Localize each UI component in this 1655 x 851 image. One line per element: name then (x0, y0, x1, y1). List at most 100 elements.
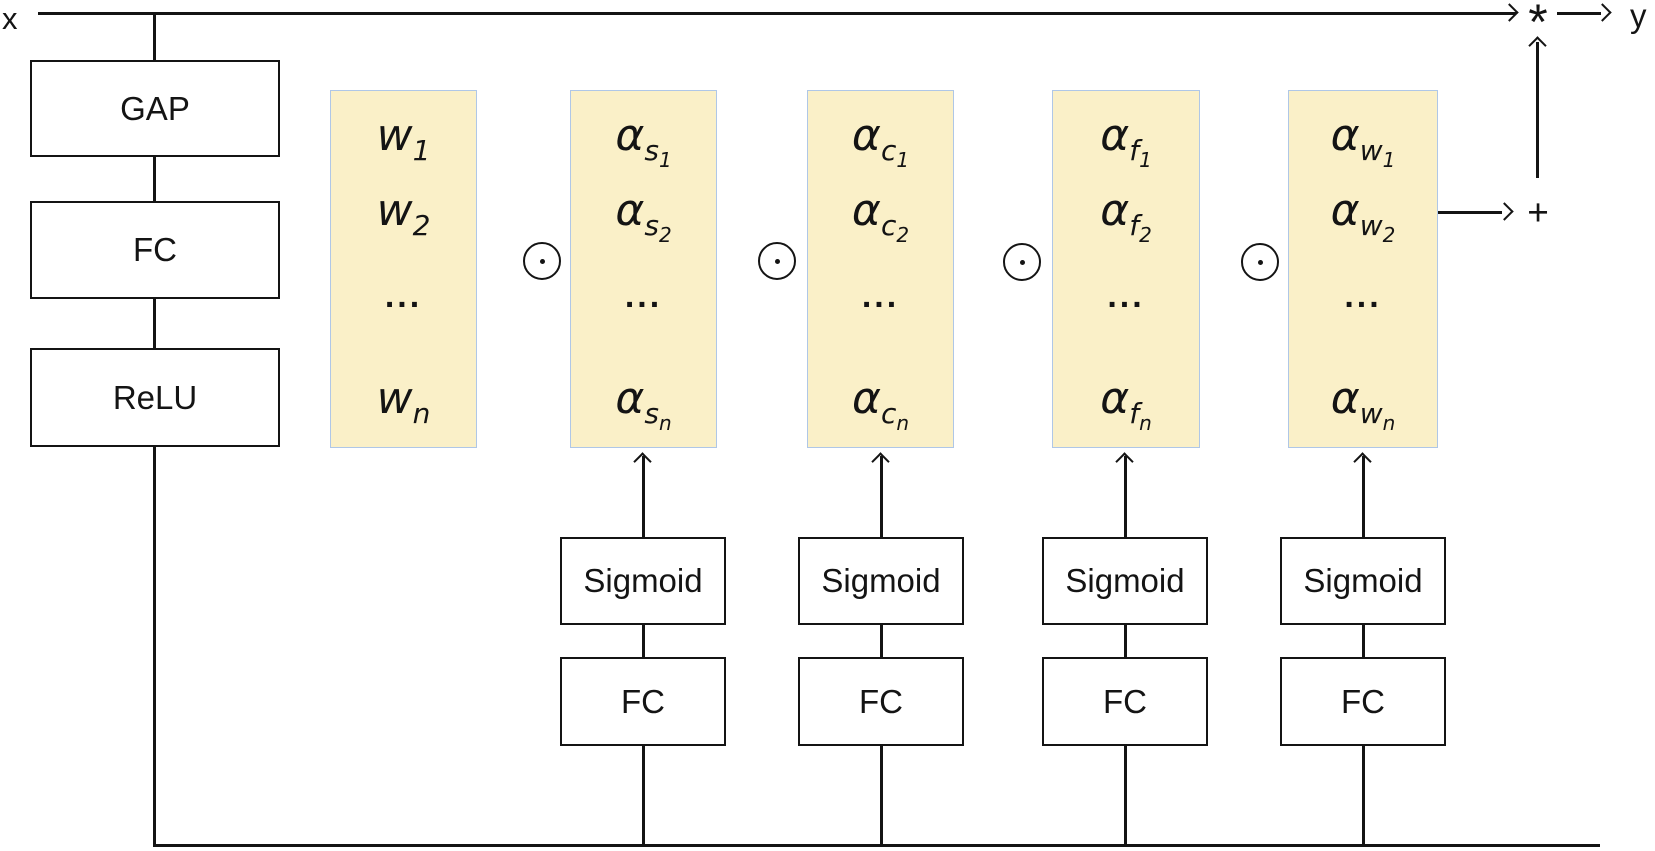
entry-sub: w (1359, 134, 1383, 167)
entry-subsub: 2 (658, 223, 672, 247)
sigmoid-to-vector-arrow (1124, 456, 1127, 537)
gap-label: GAP (120, 89, 190, 127)
fc-label: FC (1103, 682, 1147, 720)
entry-sub: n (412, 397, 431, 430)
sigmoid-label: Sigmoid (583, 562, 703, 599)
vector-to-add-arrow (1438, 211, 1502, 214)
input-label: x (2, 1, 18, 36)
entry-sub: c (880, 209, 897, 242)
vector-entry: wn (331, 373, 476, 430)
entry-subsub: n (896, 411, 910, 435)
hadamard-product-icon (758, 242, 796, 280)
entry-sub: f (1129, 397, 1140, 430)
fc-label: FC (621, 682, 665, 720)
vector-ellipsis: ... (624, 277, 663, 315)
output-label: y (1630, 0, 1647, 34)
sigmoid-to-vector-arrow (642, 456, 645, 537)
fc-branch-box-2: FC (798, 657, 964, 746)
entry-subsub: n (1139, 411, 1152, 435)
entry-sub: s (644, 134, 659, 167)
relu-drop-line (153, 447, 156, 846)
vector-ellipsis: ... (1107, 277, 1145, 315)
fc-relu-connector (153, 299, 156, 348)
entry-subsub: 1 (658, 148, 672, 172)
entry-base: α (851, 185, 881, 236)
hadamard-product-icon (1241, 243, 1279, 281)
output-arrow-line (1557, 12, 1601, 15)
entry-base: w (376, 373, 413, 424)
sigmoid-label: Sigmoid (1065, 562, 1185, 599)
input-rail-line (38, 12, 1516, 15)
vector-entry: αfn (1053, 373, 1199, 435)
vector-entry: αsn (571, 373, 716, 435)
entry-sub: w (1359, 209, 1383, 242)
entry-subsub: n (658, 411, 672, 435)
entry-subsub: 2 (896, 223, 910, 247)
alpha-c-vector-box: αc1 αc2 ... αcn (807, 90, 954, 448)
entry-subsub: 2 (1382, 223, 1396, 247)
vector-ellipsis: ... (861, 277, 900, 315)
rail-to-fc-connector (880, 746, 883, 846)
entry-sub: s (644, 397, 659, 430)
fc-label: FC (859, 682, 903, 720)
entry-base: α (1330, 185, 1360, 236)
fc-sigmoid-connector (1124, 625, 1127, 657)
fc-branch-box-4: FC (1280, 657, 1446, 746)
entry-subsub: 1 (1382, 148, 1396, 172)
entry-sub: 2 (412, 209, 431, 242)
vector-entry: w2 (331, 185, 476, 242)
entry-base: α (1100, 185, 1130, 236)
alpha-f-vector-box: αf1 αf2 ... αfn (1052, 90, 1200, 448)
fc-sigmoid-connector (1362, 625, 1365, 657)
weight-vector-box: w1 w2 ... wn (330, 90, 477, 448)
entry-base: α (851, 373, 881, 424)
alpha-w-vector-box: αw1 αw2 ... αwn (1288, 90, 1438, 448)
rail-to-gap-line (153, 13, 156, 60)
vector-entry: w1 (331, 110, 476, 167)
entry-subsub: 1 (896, 148, 910, 172)
sigmoid-box-4: Sigmoid (1280, 537, 1446, 625)
entry-sub: 1 (412, 134, 431, 167)
entry-sub: c (880, 397, 897, 430)
fc-box: FC (30, 201, 280, 299)
arrowhead-right-icon (1500, 3, 1519, 22)
vector-entry: αwn (1289, 373, 1437, 435)
entry-base: α (1330, 110, 1360, 161)
fc-branch-box-3: FC (1042, 657, 1208, 746)
entry-base: α (615, 373, 645, 424)
entry-base: w (376, 185, 413, 236)
fc-label: FC (1341, 682, 1385, 720)
sigmoid-label: Sigmoid (821, 562, 941, 599)
entry-base: α (1330, 373, 1360, 424)
rail-to-fc-connector (642, 746, 645, 846)
vector-entry: αc1 (808, 110, 953, 172)
entry-base: α (615, 110, 645, 161)
fc-sigmoid-connector (880, 625, 883, 657)
vector-entry: αs1 (571, 110, 716, 172)
vector-entry: αs2 (571, 185, 716, 247)
vector-entry: αcn (808, 373, 953, 435)
vector-entry: αw1 (1289, 110, 1437, 172)
dot (774, 258, 780, 264)
gap-box: GAP (30, 60, 280, 157)
vector-ellipsis: ... (384, 277, 423, 315)
relu-box: ReLU (30, 348, 280, 447)
rail-to-fc-connector (1362, 746, 1365, 846)
hadamard-product-icon (523, 242, 561, 280)
entry-subsub: 1 (1139, 148, 1152, 172)
relu-label: ReLU (112, 378, 198, 416)
dot (539, 258, 545, 264)
bottom-rail-line (153, 844, 1600, 847)
gap-fc-connector (153, 157, 156, 201)
entry-sub: w (1359, 397, 1383, 430)
multiply-symbol: * (1528, 0, 1548, 50)
entry-subsub: 2 (1139, 223, 1152, 247)
vector-ellipsis: ... (1344, 277, 1382, 315)
rail-to-fc-connector (1124, 746, 1127, 846)
entry-sub: f (1129, 209, 1140, 242)
dot (1019, 259, 1025, 265)
fc-sigmoid-connector (642, 625, 645, 657)
fc-label: FC (133, 231, 177, 268)
hadamard-product-icon (1003, 243, 1041, 281)
